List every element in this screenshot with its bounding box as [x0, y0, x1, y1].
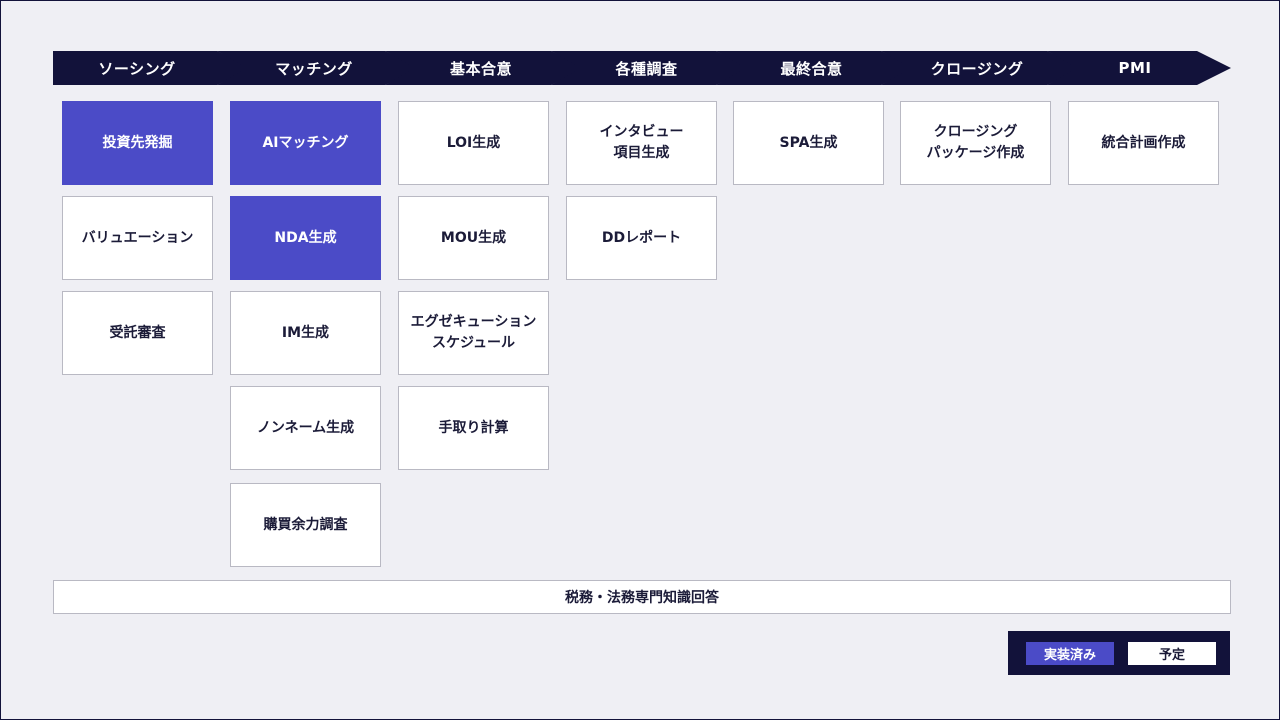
legend-implemented-chip: 実装済み: [1026, 642, 1114, 665]
card-engagement-review: 受託審査: [62, 291, 213, 375]
card-loi-generation: LOI生成: [398, 101, 549, 185]
phase-chevron-row: ソーシング マッチング 基本合意 各種調査 最終合意 クロージング PMI: [1, 1, 1280, 101]
phase-pmi: PMI: [1047, 51, 1231, 85]
legend-planned-chip: 予定: [1128, 642, 1216, 665]
card-net-proceeds-calc: 手取り計算: [398, 386, 549, 470]
phase-basic-agreement: 基本合意: [385, 51, 585, 85]
card-spa-generation: SPA生成: [733, 101, 884, 185]
card-execution-schedule: エグゼキューション スケジュール: [398, 291, 549, 375]
phase-final-agreement: 最終合意: [716, 51, 915, 85]
card-valuation: バリュエーション: [62, 196, 213, 280]
card-investment-sourcing: 投資先発掘: [62, 101, 213, 185]
card-mou-generation: MOU生成: [398, 196, 549, 280]
card-nonname-generation: ノンネーム生成: [230, 386, 381, 470]
tax-legal-knowledge-bar: 税務・法務専門知識回答: [53, 580, 1231, 614]
card-integration-plan: 統合計画作成: [1068, 101, 1219, 185]
card-purchasing-capacity-survey: 購買余力調査: [230, 483, 381, 567]
phase-due-diligence: 各種調査: [551, 51, 750, 85]
card-im-generation: IM生成: [230, 291, 381, 375]
card-interview-items: インタビュー 項目生成: [566, 101, 717, 185]
card-nda-generation: NDA生成: [230, 196, 381, 280]
phase-sourcing: ソーシング: [53, 51, 251, 85]
phase-closing: クロージング: [881, 51, 1081, 85]
phase-matching: マッチング: [217, 51, 419, 85]
legend: 実装済み 予定: [1008, 631, 1230, 675]
card-closing-package: クロージング パッケージ作成: [900, 101, 1051, 185]
card-ai-matching: AIマッチング: [230, 101, 381, 185]
card-dd-report: DDレポート: [566, 196, 717, 280]
